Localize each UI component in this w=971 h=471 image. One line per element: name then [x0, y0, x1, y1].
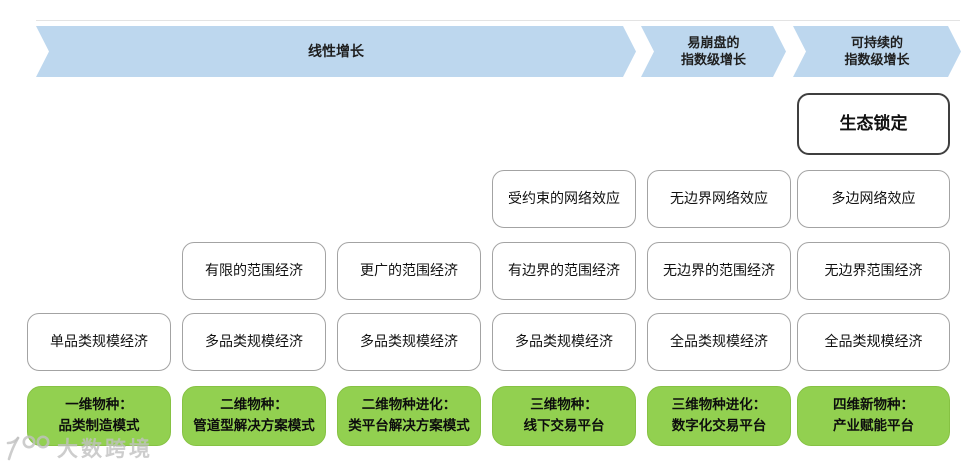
- box-bounded-scope-economy: 有边界的范围经济: [492, 242, 636, 300]
- box-borderless-scope-economy: 无边界范围经济: [797, 242, 950, 300]
- box-species-3d-offline-trading-platform: 三维物种： 线下交易平台: [492, 386, 636, 446]
- top-divider-line: [36, 20, 960, 21]
- arrow-crash-prone-exponential-growth: 易崩盘的 指数级增长: [641, 26, 786, 77]
- box-broader-scope-economy: 更广的范围经济: [337, 242, 481, 300]
- box-boundless-scope-economy: 无边界的范围经济: [647, 242, 791, 300]
- box-constrained-network-effect: 受约束的网络效应: [492, 170, 636, 228]
- box-boundless-network-effect: 无边界网络效应: [647, 170, 791, 228]
- box-all-category-scale-economy-1: 全品类规模经济: [647, 313, 791, 371]
- box-single-category-scale-economy: 单品类规模经济: [27, 313, 171, 371]
- box-species-2d-evolved-platform-solution: 二维物种进化： 类平台解决方案模式: [337, 386, 481, 446]
- box-species-2d-pipeline-solution: 二维物种： 管道型解决方案模式: [182, 386, 326, 446]
- box-multi-category-scale-economy-1: 多品类规模经济: [182, 313, 326, 371]
- box-all-category-scale-economy-2: 全品类规模经济: [797, 313, 950, 371]
- box-species-1d-manufacturing: 一维物种： 品类制造模式: [27, 386, 171, 446]
- box-multi-category-scale-economy-2: 多品类规模经济: [337, 313, 481, 371]
- box-limited-scope-economy: 有限的范围经济: [182, 242, 326, 300]
- box-ecosystem-lock: 生态锁定: [797, 93, 950, 155]
- box-multi-category-scale-economy-3: 多品类规模经济: [492, 313, 636, 371]
- box-multilateral-network-effect: 多边网络效应: [797, 170, 950, 228]
- arrow-linear-growth: 线性增长: [36, 26, 636, 77]
- box-species-3d-evolved-digital-trading-platform: 三维物种进化： 数字化交易平台: [647, 386, 791, 446]
- arrow-sustainable-exponential-growth: 可持续的 指数级增长: [793, 26, 961, 77]
- box-species-4d-industry-enabling-platform: 四维新物种： 产业赋能平台: [797, 386, 950, 446]
